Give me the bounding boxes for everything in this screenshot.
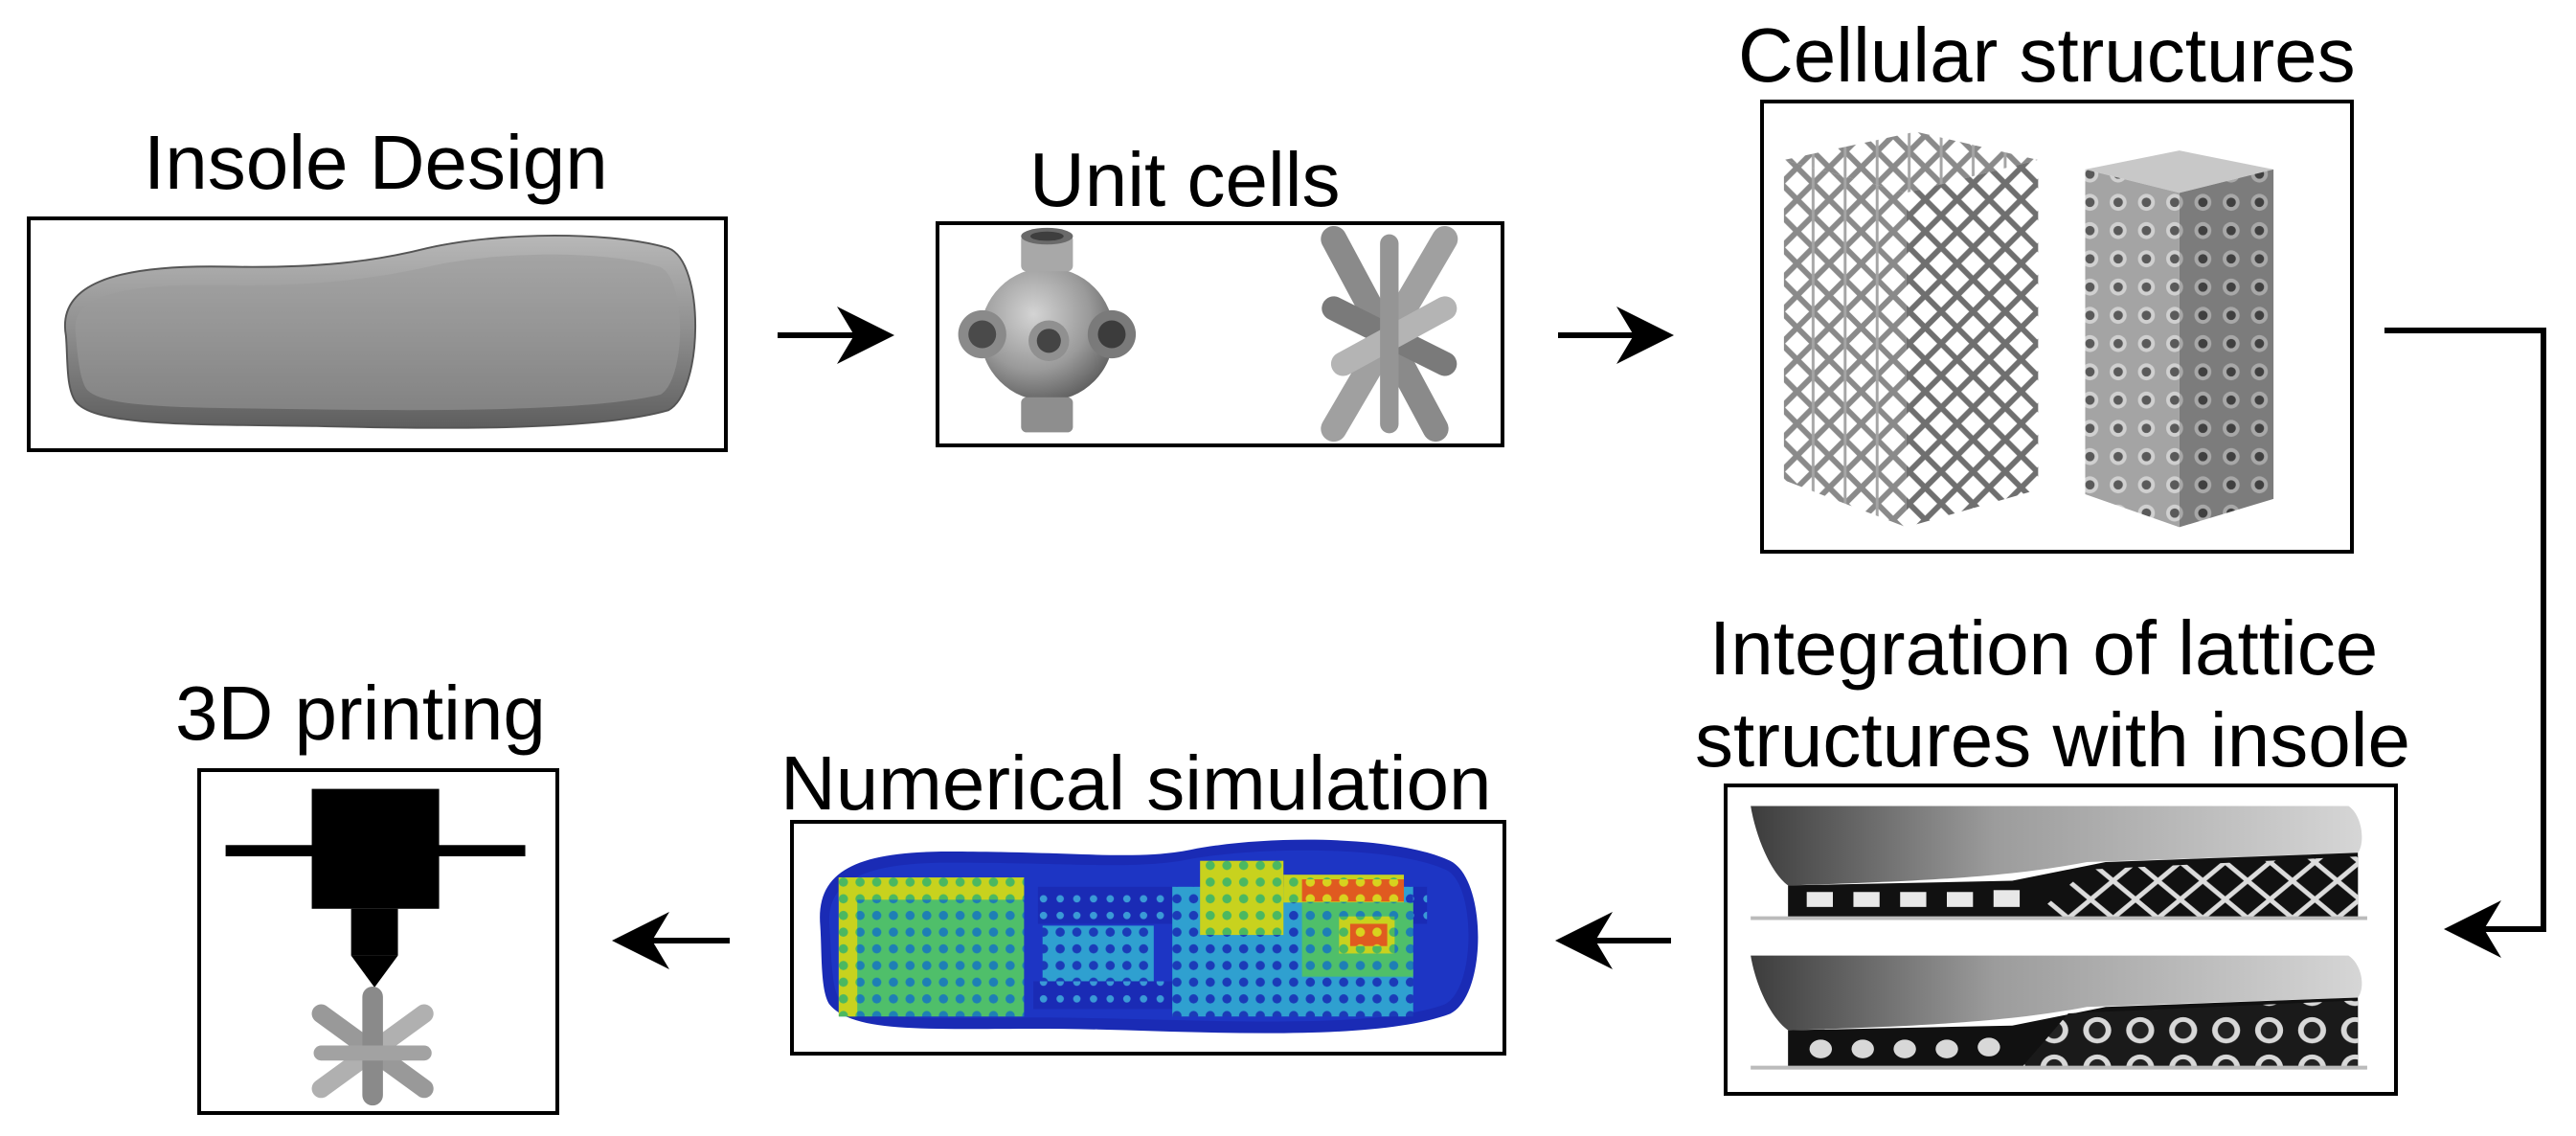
simulation-contour-image bbox=[820, 839, 1479, 1034]
unit-cells-image bbox=[958, 225, 1458, 443]
sphere-unit-cell bbox=[958, 227, 1137, 433]
integration-panel bbox=[1724, 784, 2398, 1096]
strut-unit-cell bbox=[1321, 225, 1458, 443]
insole-design-panel bbox=[27, 216, 728, 452]
sphere-lattice-block bbox=[2085, 150, 2274, 528]
numerical-simulation-panel bbox=[790, 820, 1506, 1056]
insole-section-strut bbox=[1751, 806, 2367, 920]
cellular-structures-title: Cellular structures bbox=[1738, 12, 2356, 98]
strut-lattice-block bbox=[1783, 131, 2039, 528]
printed-unit-cell bbox=[311, 986, 434, 1106]
unit-cells-title: Unit cells bbox=[1029, 137, 1341, 222]
numerical-simulation-title: Numerical simulation bbox=[780, 740, 1492, 826]
printing-title: 3D printing bbox=[175, 670, 546, 756]
elbow-arrow-icon bbox=[2384, 328, 2546, 958]
cellular-structures-panel bbox=[1760, 100, 2354, 554]
insole-design-title: Insole Design bbox=[144, 120, 608, 205]
unit-cells-panel bbox=[936, 221, 1504, 447]
integration-title-line2: structures with insole bbox=[1695, 697, 2410, 783]
integration-title-line1: Integration of lattice bbox=[1709, 605, 2379, 691]
printing-panel bbox=[197, 768, 559, 1115]
printer-nozzle-icon bbox=[225, 788, 526, 1106]
integration-image bbox=[1751, 806, 2367, 1070]
cellular-structures-image bbox=[1783, 131, 2274, 528]
insole-model-image bbox=[63, 235, 696, 429]
insole-section-sphere bbox=[1751, 955, 2367, 1070]
